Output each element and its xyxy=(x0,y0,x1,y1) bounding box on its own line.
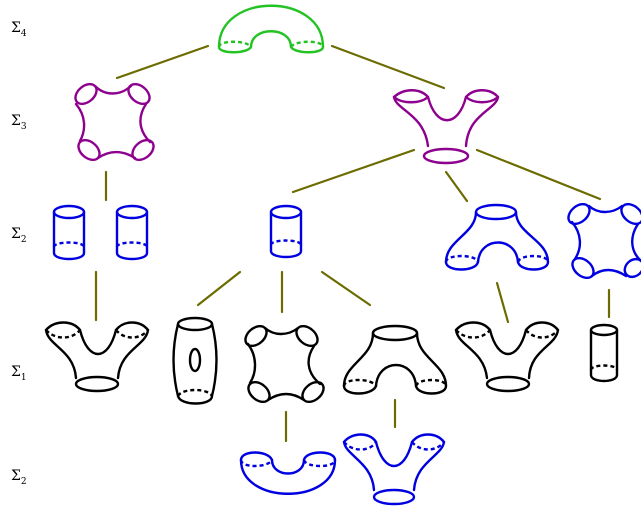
edge-s3b-c xyxy=(444,170,469,203)
edge-cylc-r xyxy=(320,270,372,307)
edge-cylc-l xyxy=(196,270,242,307)
sigma2-cylinder-pair xyxy=(52,204,149,261)
sigma1-arch-pants xyxy=(342,324,448,395)
bottom-sigma2-arch xyxy=(239,451,337,495)
sigma2-arch-pants xyxy=(444,203,550,271)
level-label-sigma2: Σ2 xyxy=(11,226,27,245)
level-label-sigma2-bottom: Σ2 xyxy=(11,468,27,487)
edge-s3b-mid xyxy=(291,148,416,194)
sigma1-cylinder xyxy=(589,323,619,383)
sigma1-holed-cylinder xyxy=(172,316,218,405)
sigma3-four-holed-sphere xyxy=(74,82,155,162)
edge-root-left xyxy=(115,44,210,80)
level-label-sigma4: Σ4 xyxy=(11,20,27,39)
bottom-sigma2-pants xyxy=(342,433,446,506)
edge-s3b-d xyxy=(475,148,602,201)
level-label-sigma1: Σ1 xyxy=(11,364,27,383)
sigma2-four-holed-sphere xyxy=(567,202,641,280)
level-label-sigma3: Σ3 xyxy=(11,113,27,132)
sigma2-cylinder xyxy=(269,204,303,259)
sigma1-four-holed-sphere xyxy=(244,324,325,404)
edge-pants-down xyxy=(495,281,510,324)
sigma1-pants-left xyxy=(44,321,150,393)
sigma4-arch-surface xyxy=(217,4,325,54)
sigma1-pants-right xyxy=(454,321,560,393)
tree-edges xyxy=(94,44,611,443)
sigma3-pants-surface xyxy=(392,89,500,165)
edge-root-right xyxy=(330,44,446,90)
